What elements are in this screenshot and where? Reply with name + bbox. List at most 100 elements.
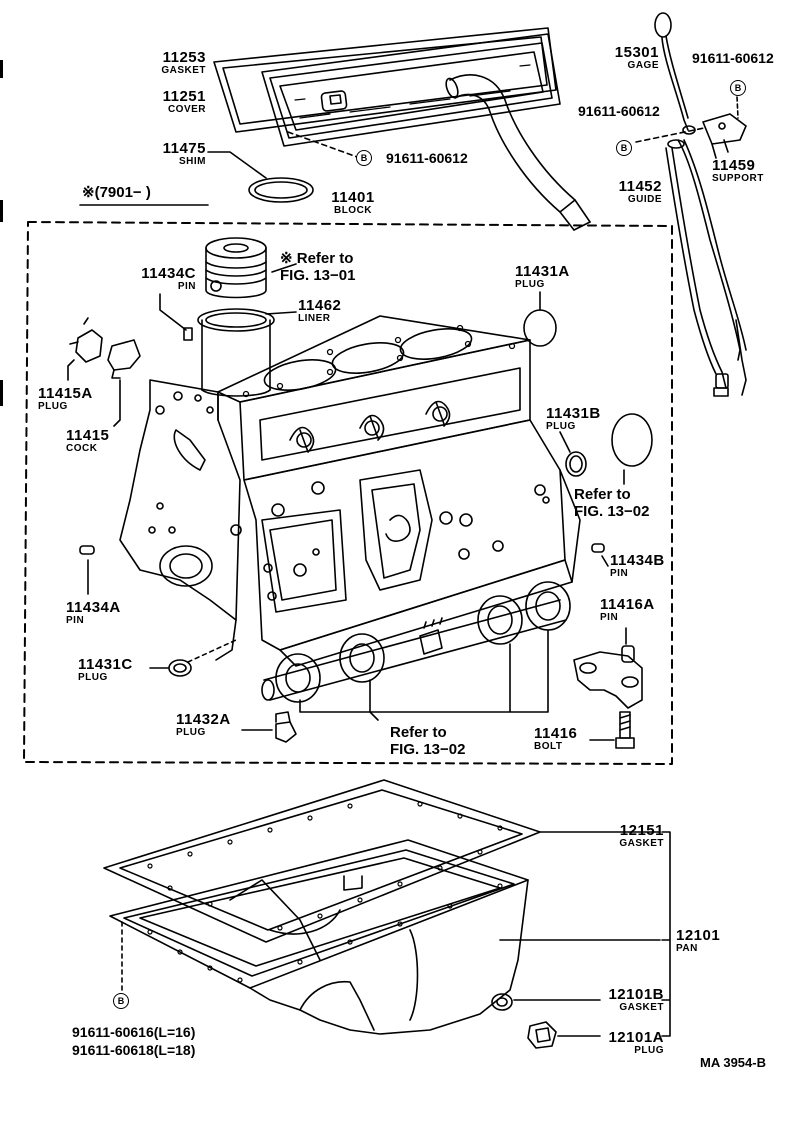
- bolt-code-support-left: 91611-60612: [578, 103, 660, 119]
- plug-11432a-drawing: [275, 711, 297, 743]
- support-11459-drawing: [702, 113, 747, 159]
- part-number: 11416: [534, 725, 578, 742]
- callout-pin-11416a: 11416A PIN: [600, 597, 655, 623]
- ref-fig-13-01: ※ Refer to FIG. 13−01: [280, 250, 356, 285]
- part-name: PIN: [600, 612, 619, 623]
- callout-pin-11434b: 11434B PIN: [610, 553, 665, 579]
- part-number: 11475: [162, 140, 206, 157]
- part-number: 11251: [162, 88, 206, 105]
- part-name: BLOCK: [333, 205, 373, 216]
- shim-11475-drawing: [248, 177, 314, 203]
- part-name: PIN: [610, 568, 629, 579]
- part-number: 11432A: [176, 711, 231, 728]
- part-name: PLUG: [38, 401, 68, 412]
- crankshaft-bearings-drawing: [261, 581, 571, 703]
- gasket-11253-drawing: [213, 27, 557, 133]
- bolt-badge-icon: B: [616, 140, 632, 156]
- part-name: PLUG: [634, 1045, 664, 1056]
- callout-cock-11415: 11415 COCK: [66, 428, 109, 454]
- part-name: BOLT: [534, 741, 563, 752]
- callout-pin-11434c: 11434C PIN: [116, 266, 196, 292]
- part-number: 12151: [619, 822, 664, 839]
- scan-edge-mark: [0, 380, 3, 406]
- callout-gasket-12151: 12151 GASKET: [598, 823, 664, 849]
- plug-11431b-drawing: [565, 451, 587, 477]
- oil-pan-12101-drawing: [109, 839, 529, 1035]
- part-number: 11431B: [546, 405, 601, 422]
- drain-plug-12101a-drawing: [527, 1021, 557, 1049]
- callout-pin-11434a: 11434A PIN: [66, 600, 121, 626]
- part-name: SHIM: [179, 156, 206, 167]
- callout-gasket-12101b: 12101B GASKET: [596, 987, 664, 1013]
- part-number: 11253: [162, 49, 206, 66]
- part-number: 11434A: [66, 599, 121, 616]
- piston-drawing: [205, 237, 267, 299]
- part-name: LINER: [298, 313, 331, 324]
- part-number: 11459: [712, 157, 756, 174]
- ref-fig-13-02-bottom: Refer to FIG. 13−02: [390, 724, 466, 759]
- part-name: PLUG: [78, 672, 108, 683]
- callout-guide-11452: 11452 GUIDE: [590, 179, 662, 205]
- bolt-code-support-top: 91611-60612: [692, 50, 774, 66]
- breather-hose-drawing: [445, 74, 591, 231]
- part-number: 11416A: [600, 596, 655, 613]
- part-name: GUIDE: [627, 194, 662, 205]
- bolt-11416-drawing: [615, 711, 635, 749]
- scan-edge-mark: [0, 200, 3, 222]
- part-name: GAGE: [627, 60, 659, 71]
- drain-cock-drawing: [69, 317, 141, 379]
- plug-11431a-drawing: [523, 309, 557, 347]
- bolt-code-cover: 91611-60612: [386, 150, 468, 166]
- diagram-code: MA 3954-B: [700, 1055, 766, 1070]
- part-number: 11401: [331, 189, 375, 206]
- part-number: 11415A: [38, 385, 93, 402]
- callout-gage-15301: 15301 GAGE: [575, 45, 659, 71]
- part-name: PAN: [676, 943, 698, 954]
- part-number: 11452: [618, 178, 662, 195]
- part-name: GASKET: [619, 838, 664, 849]
- pan-gasket-12151-drawing: [103, 779, 541, 943]
- part-name: GASKET: [619, 1002, 664, 1013]
- part-name: COCK: [66, 443, 98, 454]
- part-number: 11434C: [141, 265, 196, 282]
- part-number: 11431A: [515, 263, 570, 280]
- part-number: 12101B: [608, 986, 664, 1003]
- bolt-code-pan-1: 91611-60616(L=16): [72, 1024, 196, 1040]
- part-name: SUPPORT: [712, 173, 764, 184]
- callout-pan-12101: 12101 PAN: [676, 928, 720, 954]
- cover-11251-drawing: [261, 33, 561, 147]
- bolt-badge-icon: B: [730, 80, 746, 96]
- callout-support-11459: 11459 SUPPORT: [712, 158, 764, 184]
- part-name: PIN: [177, 281, 196, 292]
- callout-plug-11431b: 11431B PLUG: [546, 406, 601, 432]
- part-name: PIN: [66, 615, 85, 626]
- callout-block-11401: 11401 BLOCK: [318, 190, 388, 216]
- callout-plug-11431a: 11431A PLUG: [515, 264, 570, 290]
- callout-liner-11462: 11462 LINER: [298, 298, 341, 324]
- part-number: 11431C: [78, 656, 133, 673]
- serial-note: ※(7901− ): [82, 184, 151, 201]
- callout-gasket-11253: 11253 GASKET: [120, 50, 206, 76]
- part-name: PLUG: [515, 279, 545, 290]
- callout-plug-11431c: 11431C PLUG: [78, 657, 133, 683]
- part-number: 15301: [614, 44, 659, 61]
- callout-bolt-11416: 11416 BOLT: [534, 726, 577, 752]
- part-number: 11434B: [610, 552, 665, 569]
- part-name: PLUG: [546, 421, 576, 432]
- ref-fig-13-02-right: Refer to FIG. 13−02: [574, 486, 650, 521]
- part-number: 12101: [676, 927, 721, 944]
- scan-edge-mark: [0, 60, 3, 78]
- part-number: 12101A: [608, 1029, 664, 1046]
- cylinder-block-drawing: [119, 315, 581, 667]
- liner-11462-drawing: [197, 308, 275, 397]
- callout-cover-11251: 11251 COVER: [120, 89, 206, 115]
- dipstick-drawing: [654, 12, 747, 397]
- part-number: 11462: [298, 297, 342, 314]
- part-name: COVER: [167, 104, 206, 115]
- bolt-badge-icon: B: [113, 993, 129, 1009]
- bearing-cap-drawing: [573, 651, 643, 709]
- bolt-badge-icon: B: [356, 150, 372, 166]
- callout-plug-11415a: 11415A PLUG: [38, 386, 93, 412]
